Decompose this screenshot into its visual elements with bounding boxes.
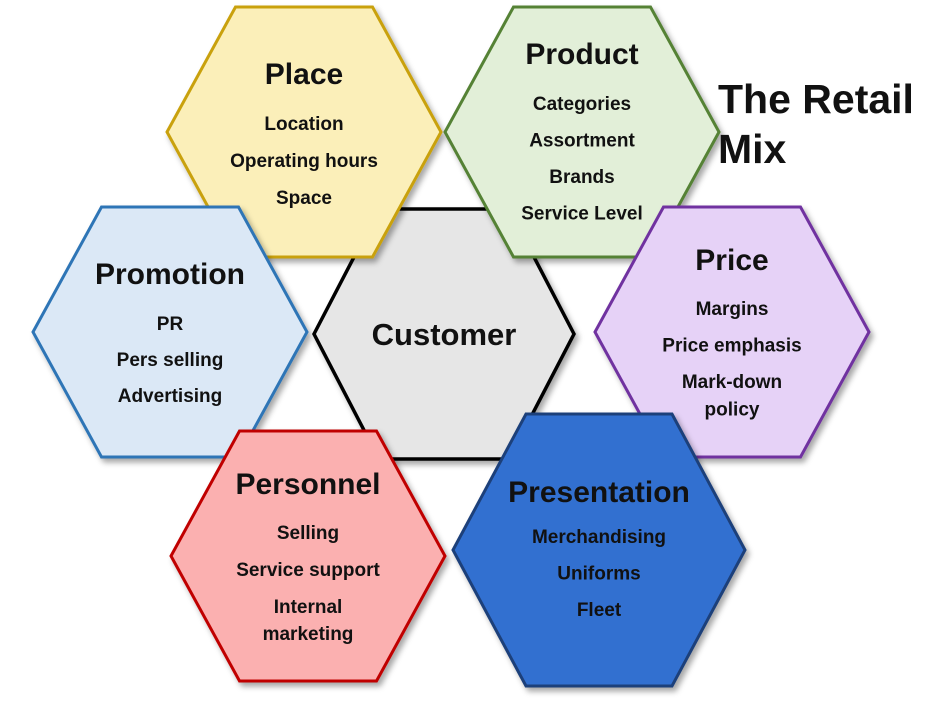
diagram-title: The Retail Mix bbox=[718, 74, 914, 174]
hexagon-promotion-title: Promotion bbox=[95, 258, 245, 291]
hexagon-product-item: Service Level bbox=[521, 204, 642, 225]
hexagon-price-item: Price emphasis bbox=[662, 336, 801, 357]
hexagon-product-shape bbox=[443, 5, 721, 259]
hexagon-personnel-item: marketing bbox=[263, 624, 354, 645]
hexagon-customer-title: Customer bbox=[372, 317, 517, 352]
hexagon-product-item: Brands bbox=[549, 167, 614, 188]
hexagon-promotion-item: Advertising bbox=[118, 386, 223, 407]
diagram-title-line-1: The Retail bbox=[718, 76, 914, 122]
diagram-title-line-2: Mix bbox=[718, 126, 787, 172]
hexagon-presentation-item: Fleet bbox=[577, 600, 622, 621]
hexagon-price-title: Price bbox=[695, 244, 768, 277]
hexagon-personnel-item: Selling bbox=[277, 523, 339, 544]
hexagon-promotion-item: Pers selling bbox=[117, 350, 224, 371]
hexagon-place-item: Location bbox=[264, 114, 343, 135]
hexagon-personnel-shape bbox=[169, 429, 447, 683]
hexagon-place-title: Place bbox=[265, 58, 343, 91]
hexagon-presentation-title: Presentation bbox=[508, 476, 690, 509]
hexagon-product-title: Product bbox=[525, 38, 638, 71]
hexagon-product-item: Assortment bbox=[529, 131, 635, 152]
hexagon-presentation-item: Uniforms bbox=[557, 564, 640, 585]
hexagon-price-item: Mark-down bbox=[682, 372, 782, 393]
hexagon-promotion-shape bbox=[31, 205, 309, 459]
hexagon-presentation-item: Merchandising bbox=[532, 527, 666, 548]
hexagon-personnel-item: Service support bbox=[236, 560, 380, 581]
hexagon-price-item: policy bbox=[705, 400, 760, 421]
hexagon-personnel-item: Internal bbox=[274, 597, 343, 618]
hexagon-price-item: Margins bbox=[696, 299, 769, 320]
hexagon-place-item: Operating hours bbox=[230, 151, 378, 172]
hexagon-personnel-title: Personnel bbox=[235, 468, 380, 501]
hexagon-customer: Customer bbox=[312, 207, 576, 461]
hexagon-promotion-item: PR bbox=[157, 314, 184, 335]
hexagon-place-item: Space bbox=[276, 188, 332, 209]
hexagon-presentation-shape bbox=[451, 412, 747, 688]
hexagon-product: ProductCategoriesAssortmentBrandsService… bbox=[443, 5, 721, 259]
hexagon-product-item: Categories bbox=[533, 94, 631, 115]
